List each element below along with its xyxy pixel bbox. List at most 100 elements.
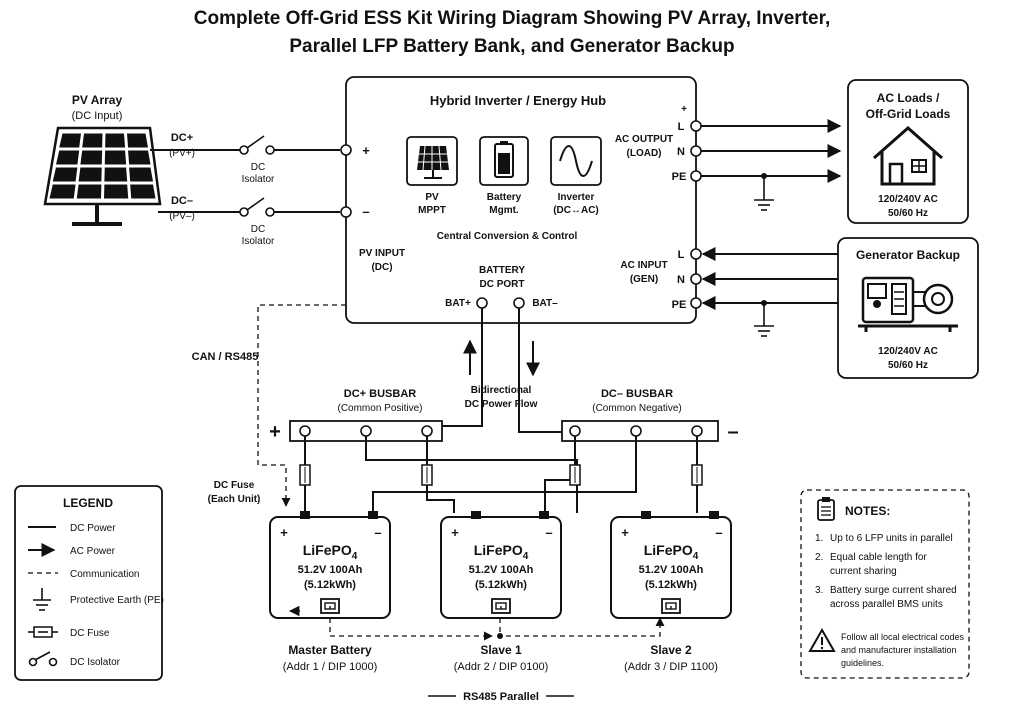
module-battery-line-1: Battery xyxy=(487,192,522,203)
battery-address: (Addr 1 / DIP 1000) xyxy=(283,661,378,673)
solar-panel-icon xyxy=(417,145,449,179)
battery-spec: 51.2V 100Ah xyxy=(469,564,534,576)
legend-box xyxy=(14,485,163,681)
pv-neg-label: DC– xyxy=(171,195,193,207)
clipboard-icon xyxy=(817,497,835,521)
dc-positive-bank-wiring xyxy=(304,431,578,513)
battery-neg-post xyxy=(539,511,549,519)
pv-neg-sub: (PV–) xyxy=(169,211,195,222)
switch-icon xyxy=(239,135,275,155)
in-n-terminal xyxy=(690,273,702,285)
ground-icon xyxy=(754,325,774,337)
battery-address: (Addr 3 / DIP 1100) xyxy=(624,661,718,673)
pv-cell xyxy=(104,184,129,199)
ac-output-plus: + xyxy=(681,104,687,115)
pv-cell xyxy=(78,167,102,182)
isolator-2-line-2: Isolator xyxy=(242,236,275,247)
note-2-line-1: Equal cable length for xyxy=(830,552,927,563)
out-l-terminal xyxy=(690,120,702,132)
pv-cell xyxy=(127,133,148,148)
pv-subtitle: (DC Input) xyxy=(72,110,123,122)
bat-pos-terminal xyxy=(476,297,488,309)
legend-ac-power: AC Power xyxy=(70,546,116,557)
battery-port-line-1: BATTERY xyxy=(479,265,525,276)
ground-icon xyxy=(33,588,51,611)
isolator-1-line-1: DC xyxy=(251,162,265,173)
fuse-icon xyxy=(691,464,703,486)
battery-name: Slave 2 xyxy=(650,643,692,657)
bat-neg-wire xyxy=(518,308,568,433)
battery-minus: – xyxy=(374,525,381,540)
loads-spec-line-2: 50/60 Hz xyxy=(888,208,928,219)
warning-line-3: guidelines. xyxy=(841,658,884,668)
ac-input-line-1: AC INPUT xyxy=(620,260,667,271)
fuse-label-line-2: (Each Unit) xyxy=(208,494,261,505)
battery-address: (Addr 2 / DIP 0100) xyxy=(454,661,549,673)
isolator-1-line-2: Isolator xyxy=(242,174,275,185)
bat-neg-label: BAT– xyxy=(532,298,558,309)
module-inverter-line-2: (DC↔AC) xyxy=(553,205,599,216)
ground-icon xyxy=(754,199,774,211)
battery-plus: + xyxy=(280,525,288,540)
out-pe-terminal xyxy=(690,170,702,182)
battery-chemistry: LiFePO4 xyxy=(644,542,699,562)
rs485-port-icon xyxy=(491,598,511,614)
out-term-pe: PE xyxy=(672,171,687,183)
legend-communication: Communication xyxy=(70,569,139,580)
out-n-terminal xyxy=(690,145,702,157)
isolator-2-line-1: DC xyxy=(251,224,265,235)
module-pv-line-2: MPPT xyxy=(418,205,446,216)
pv-input-line-1: PV INPUT xyxy=(359,248,405,259)
pos-busbar-terminal xyxy=(421,425,433,437)
in-term-l: L xyxy=(678,249,685,261)
battery-minus: – xyxy=(545,525,552,540)
pv-pos-label: DC+ xyxy=(171,132,193,144)
battery-icon xyxy=(494,141,514,178)
pv-cell xyxy=(129,167,153,182)
battery-chemistry: LiFePO4 xyxy=(474,542,529,562)
note-2-num: 2. xyxy=(815,552,823,563)
loads-title-line-2: Off-Grid Loads xyxy=(866,107,951,121)
out-term-l: L xyxy=(678,121,685,133)
battery-neg-post xyxy=(709,511,719,519)
battery-energy: (5.12kWh) xyxy=(475,579,527,591)
fuse-icon xyxy=(569,464,581,486)
battery-case xyxy=(440,516,562,619)
pv-cell xyxy=(105,133,126,148)
note-1-num: 1. xyxy=(815,533,823,544)
note-3-line-2: across parallel BMS units xyxy=(830,599,943,610)
ac-input-line-2: (GEN) xyxy=(630,274,658,285)
pos-busbar-terminal xyxy=(299,425,311,437)
legend-dc-isolator: DC Isolator xyxy=(70,657,121,668)
in-l-terminal xyxy=(690,248,702,260)
pv-cell xyxy=(49,184,76,199)
fuse-icon xyxy=(421,464,433,486)
in-term-pe: PE xyxy=(672,299,687,311)
pv-cell xyxy=(130,184,156,199)
pv-cell xyxy=(59,133,81,148)
bat-pos-label: BAT+ xyxy=(445,298,471,309)
pv-input-line-2: (DC) xyxy=(371,262,392,273)
rs485-port-icon xyxy=(320,598,340,614)
flow-label-line-2: DC Power Flow xyxy=(465,399,538,410)
pv-cell xyxy=(76,184,102,199)
battery-port-line-2: DC PORT xyxy=(480,279,525,290)
battery-plus: + xyxy=(621,525,629,540)
legend-dc-power: DC Power xyxy=(70,523,116,534)
generator-spec-line-1: 120/240V AC xyxy=(878,346,938,357)
neg-busbar-sign: – xyxy=(727,421,738,443)
title-line-1: Complete Off-Grid ESS Kit Wiring Diagram… xyxy=(194,8,830,29)
pv-pos-terminal xyxy=(340,144,352,156)
pv-cell xyxy=(80,150,103,165)
battery-energy: (5.12kWh) xyxy=(645,579,697,591)
inverter-minus: – xyxy=(362,204,369,219)
rs485-port-icon xyxy=(661,598,681,614)
pv-cell xyxy=(56,150,80,165)
central-control-label: Central Conversion & Control xyxy=(437,231,578,242)
pos-busbar-title: DC+ BUSBAR xyxy=(344,388,416,400)
module-inverter-line-1: Inverter xyxy=(558,192,595,203)
pv-cell xyxy=(128,150,151,165)
